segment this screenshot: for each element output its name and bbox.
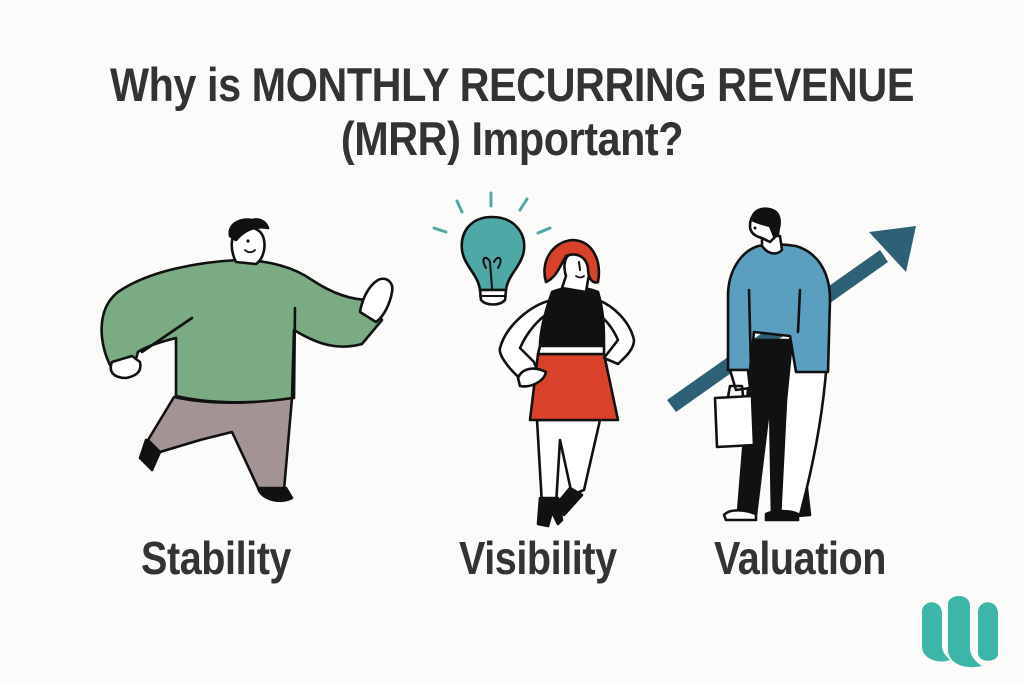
briefcase-icon (713, 394, 756, 449)
valuation-illustration (667, 207, 916, 522)
visibility-illustration (432, 191, 636, 528)
label-visibility: Visibility (459, 532, 617, 584)
lightbulb-icon (460, 215, 526, 292)
lightbulb-rays (432, 191, 552, 235)
page-title: Why is MONTHLY RECURRING REVENUE (MRR) I… (61, 58, 962, 166)
title-line-1: Why is MONTHLY RECURRING REVENUE (109, 58, 915, 111)
stability-illustration (100, 218, 394, 502)
label-valuation: Valuation (714, 532, 886, 584)
brand-logo-icon (922, 596, 998, 668)
label-stability: Stability (141, 532, 292, 584)
title-line-2: (MRR) Important? (340, 112, 684, 165)
